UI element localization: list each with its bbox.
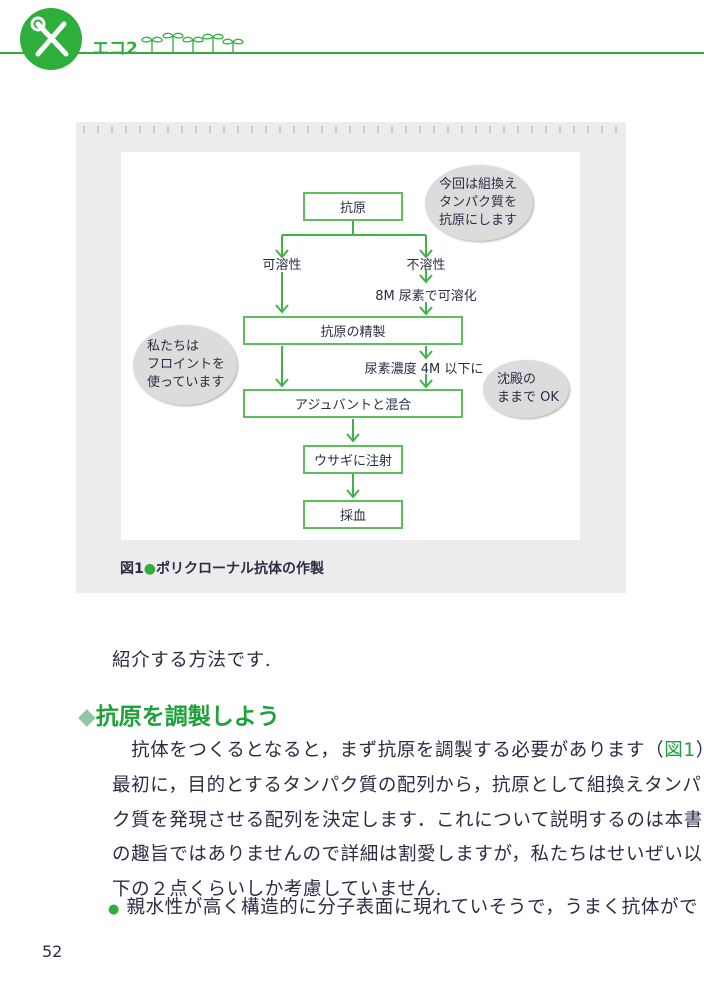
label-solubilize: 8M 尿素で可溶化 [375, 289, 477, 304]
label-urea-down: 尿素濃度 4M 以下に [364, 362, 484, 377]
label-soluble: 可溶性 [262, 258, 302, 273]
figure-reference-link[interactable]: 図1 [664, 740, 696, 761]
caption-number: 図1 [120, 561, 144, 577]
bubble-line: 今回は組換え [439, 177, 518, 192]
page-number: 52 [42, 942, 63, 961]
node-antigen: 抗原 [303, 192, 403, 221]
speech-bubble-recombinant: 今回は組換え タンパク質を 抗原にします [425, 165, 533, 241]
bubble-line: ままで OK [497, 390, 559, 405]
bullet-item: ● 親水性が高く構造的に分子表面に現れていそうで，うまく抗体がで [108, 893, 698, 919]
label-insoluble: 不溶性 [406, 258, 446, 273]
flowchart-arrows [275, 221, 433, 499]
node-blood: 採血 [303, 500, 403, 529]
wrench-screwdriver-icon [20, 8, 82, 70]
body-text-line: 紹介する方法です. [112, 650, 272, 671]
body-text-line: 下の２点くらいしか考慮していません. [112, 879, 443, 900]
body-text-line: 最初に，目的とするタンパク質の配列から，抗原として組換えタンパ [112, 775, 702, 796]
diamond-icon: ◆ [78, 704, 96, 730]
speech-bubble-freund: 私たちは フロイントを 使っています [133, 325, 237, 405]
speech-bubble-precipitate: 沈殿の ままで OK [483, 360, 569, 418]
bubble-line: 私たちは [147, 339, 200, 354]
figure-ring-binding [80, 124, 622, 134]
body-text-line: 抗体をつくるとなると，まず抗原を調製する必要があります（図1）. [112, 736, 704, 762]
body-text-line: ク質を発現させる配列を決定します．これについて説明するのは本書 [112, 810, 703, 831]
sprout-icon [140, 30, 245, 56]
node-inject: ウサギに注射 [303, 445, 403, 474]
text: ）. [696, 740, 704, 761]
bullet-dot-icon: ● [143, 561, 156, 577]
bullet-text: 親水性が高く構造的に分子表面に現れていそうで，うまく抗体がで [126, 897, 699, 918]
bullet-dot-icon: ● [108, 902, 120, 917]
bubble-line: フロイントを [147, 357, 226, 372]
header-rule [0, 52, 704, 54]
bubble-line: タンパク質を [439, 195, 518, 210]
figure-caption: 図1●ポリクローナル抗体の作製 [120, 558, 324, 578]
section-heading-text: 抗原を調製しよう [95, 704, 280, 730]
section-heading: ◆抗原を調製しよう [78, 697, 280, 731]
node-purify: 抗原の精製 [243, 316, 463, 345]
caption-text: ポリクローナル抗体の作製 [155, 561, 324, 577]
bubble-line: 抗原にします [439, 213, 518, 228]
body-text-line: の趣旨ではありませんので詳細は割愛しますが，私たちはせいぜい以 [112, 844, 703, 865]
chapter-label: エコ2 [92, 39, 138, 59]
text: 抗体をつくるとなると，まず抗原を調製する必要があります（ [112, 740, 665, 761]
node-adjuvant: アジュバントと混合 [243, 389, 463, 418]
bubble-line: 沈殿の [497, 372, 537, 387]
bubble-line: 使っています [147, 375, 225, 390]
